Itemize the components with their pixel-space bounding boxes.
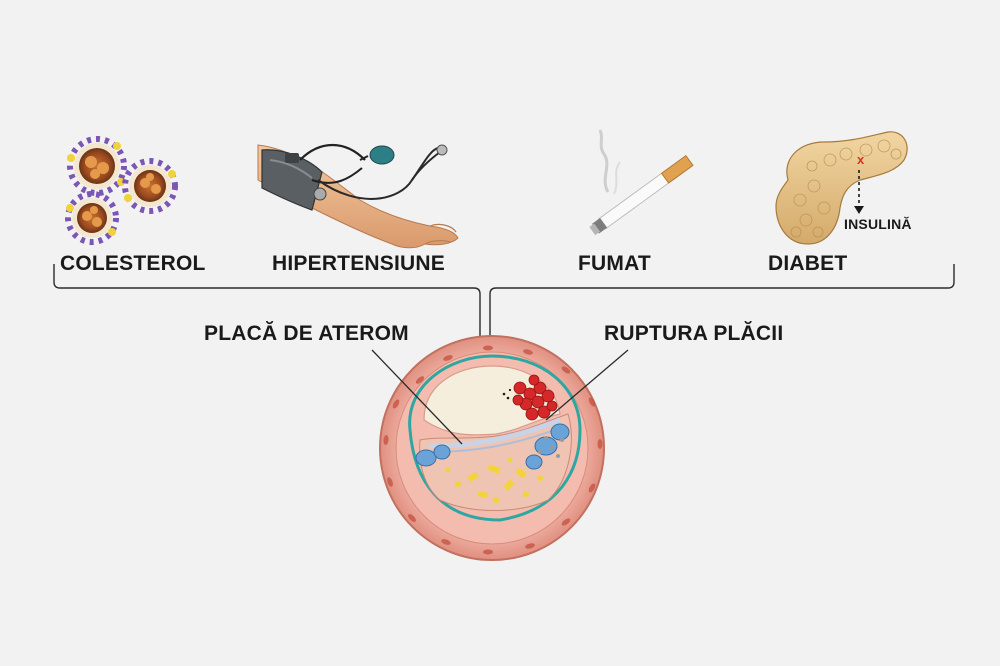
artery-cross-section — [379, 335, 605, 561]
cigarette-icon — [589, 129, 694, 236]
plaque-pointer-line — [371, 349, 463, 445]
blood-pressure-cuff-icon — [257, 143, 459, 249]
label-diabet: DIABET — [768, 252, 848, 275]
pancreas-icon: x — [775, 131, 908, 245]
label-placa-de-aterom: PLACĂ DE ATEROM — [204, 322, 409, 345]
cholesterol-particles-icon — [65, 136, 178, 245]
risk-factor-bracket — [53, 264, 955, 422]
label-fumat: FUMAT — [578, 252, 651, 275]
insulin-block-mark: x — [857, 152, 865, 167]
label-insulina: INSULINĂ — [844, 216, 912, 232]
label-ruptura-placii: RUPTURA PLĂCII — [604, 322, 784, 345]
label-colesterol: COLESTEROL — [60, 252, 206, 275]
label-hipertensiune: HIPERTENSIUNE — [272, 252, 445, 275]
rupture-pointer-line — [545, 349, 629, 421]
